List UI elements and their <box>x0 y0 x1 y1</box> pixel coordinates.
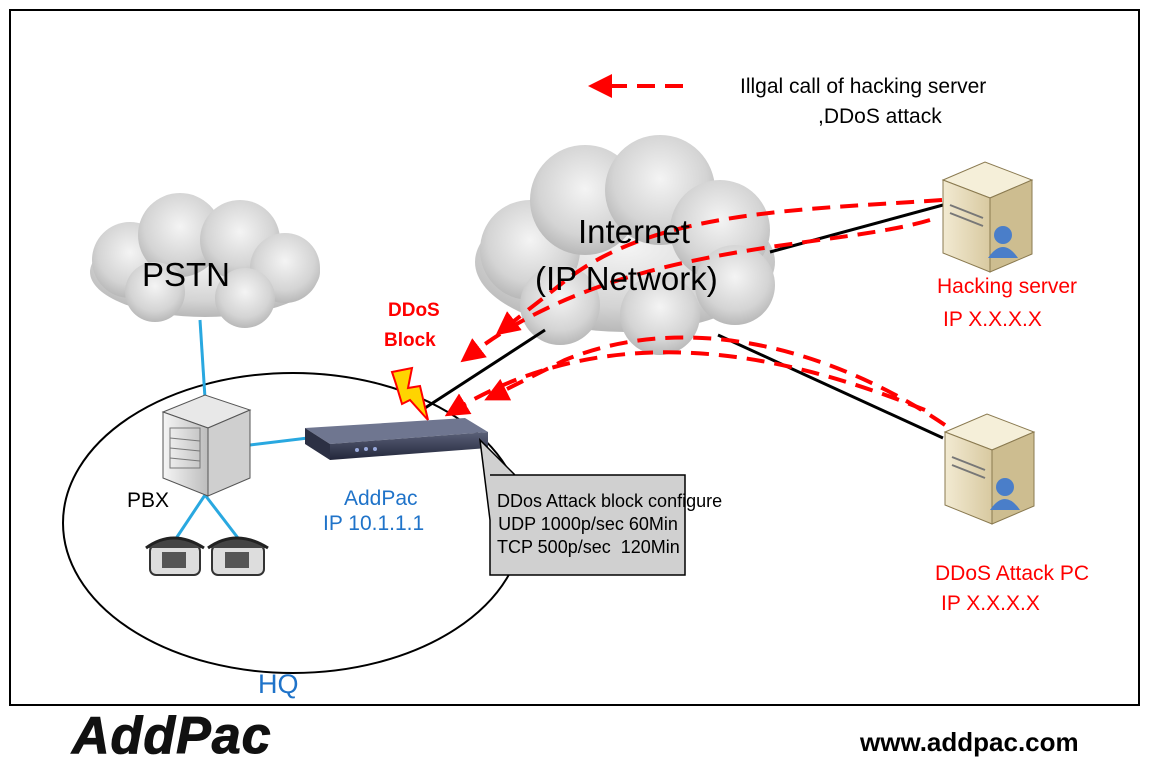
hq-label: HQ <box>258 669 299 699</box>
addpac-logo: AddPac <box>72 707 272 766</box>
footer-url: www.addpac.com <box>860 727 1079 757</box>
ddos-block-line1: DDoS <box>388 300 440 321</box>
phone-icon <box>207 536 269 576</box>
ddos-block-line2: Block <box>384 330 436 351</box>
device-name: AddPac <box>344 487 418 510</box>
hacking-server-icon <box>941 161 1034 273</box>
legend-line2: ,DDoS attack <box>818 105 942 128</box>
addpac-device-icon <box>305 418 488 460</box>
device-ip: IP 10.1.1.1 <box>323 512 425 535</box>
attack-pc-label: DDoS Attack PC <box>935 562 1090 585</box>
internet-label-line1: Internet <box>578 213 690 250</box>
pstn-label: PSTN <box>142 256 231 293</box>
pbx-icon <box>161 394 252 497</box>
attack-arrows <box>444 74 947 427</box>
pbx-label: PBX <box>127 489 170 512</box>
attack-pc-icon <box>943 413 1036 525</box>
callout-line1: DDos Attack block configure <box>497 491 723 511</box>
legend-line1: Illgal call of hacking server <box>740 75 987 98</box>
pstn-cloud <box>90 193 320 328</box>
hacking-server-label: Hacking server <box>937 275 1078 298</box>
attack-pc-ip: IP X.X.X.X <box>941 592 1040 615</box>
internet-label-line2: (IP Network) <box>535 260 718 297</box>
hacking-server-ip: IP X.X.X.X <box>943 308 1042 331</box>
phone-icon <box>145 536 205 576</box>
diagram-frame <box>9 9 1140 706</box>
lightning-icon <box>390 366 429 421</box>
config-callout <box>478 437 686 576</box>
hq-boundary <box>62 372 524 674</box>
pstn-pbx-links <box>173 319 309 541</box>
callout-line3: TCP 500p/sec 120Min <box>497 537 680 557</box>
internet-cloud <box>475 135 775 355</box>
callout-line2: UDP 1000p/sec 60Min <box>498 514 678 534</box>
